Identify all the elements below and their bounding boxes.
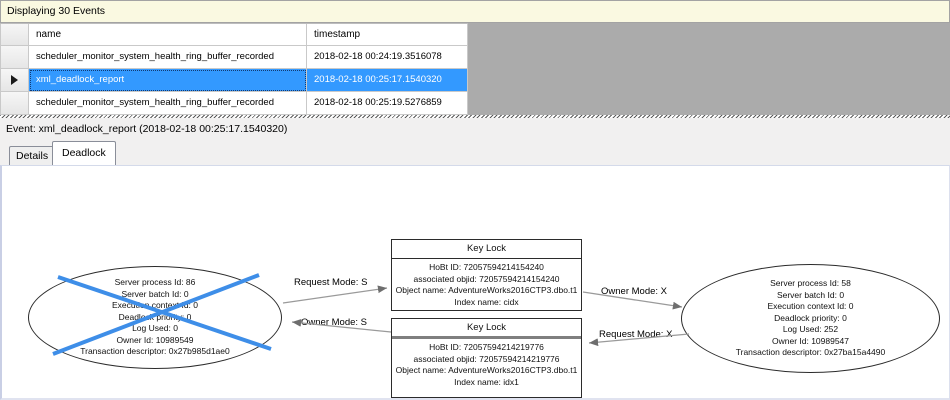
resource-detail-line: Index name: cidx <box>454 296 519 307</box>
process-detail-line: Server batch Id: 0 <box>121 288 189 299</box>
events-count-label: Displaying 30 Events <box>7 5 106 17</box>
resource-title: Key Lock <box>392 319 581 339</box>
edge-label-request-mode-x: Request Mode: X <box>599 329 673 340</box>
event-detail-tab-strip: Details Deadlock <box>0 140 950 165</box>
table-row[interactable]: scheduler_monitor_system_health_ring_buf… <box>0 92 468 115</box>
process-detail-line: Server batch Id: 0 <box>776 289 845 300</box>
events-grid: name timestamp scheduler_monitor_system_… <box>0 23 468 115</box>
resource-detail-line: Object name: AdventureWorks2016CTP3.dbo.… <box>395 285 578 295</box>
process-detail-line: Owner Id: 10989549 <box>116 334 194 345</box>
cell-timestamp[interactable]: 2018-02-18 00:25:17.1540320 <box>307 69 468 92</box>
grid-splitter[interactable] <box>0 115 950 118</box>
cell-timestamp[interactable]: 2018-02-18 00:24:19.3516078 <box>307 46 468 69</box>
events-count-bar: Displaying 30 Events <box>0 0 950 23</box>
table-row[interactable]: scheduler_monitor_system_health_ring_buf… <box>0 46 468 69</box>
row-selector-header-cell <box>0 24 29 46</box>
process-detail-line: Server process Id: 58 <box>770 278 851 289</box>
process-detail-line: Execution context Id: 0 <box>767 301 854 312</box>
cell-name[interactable]: xml_deadlock_report <box>29 69 307 92</box>
resource-detail-line: Index name: idx1 <box>454 376 519 387</box>
tab-details[interactable]: Details <box>9 146 56 165</box>
current-row-indicator-icon <box>11 75 18 85</box>
process-detail-line: Transaction descriptor: 0x27ba15a4490 <box>735 347 886 358</box>
resource-node-key-lock-bottom: Key Lock HoBt ID: 72057594214219776 asso… <box>391 318 582 398</box>
edge-label-request-mode-s: Request Mode: S <box>294 277 368 288</box>
process-detail-line: Owner Id: 10989547 <box>771 335 850 346</box>
process-detail-line: Deadlock priority: 0 <box>774 312 847 323</box>
process-detail-line: Server process Id: 86 <box>114 277 196 288</box>
column-header-timestamp[interactable]: timestamp <box>307 24 468 46</box>
events-grid-area: name timestamp scheduler_monitor_system_… <box>0 23 950 115</box>
edge-label-owner-mode-x: Owner Mode: X <box>601 286 667 297</box>
row-selector-cell[interactable] <box>0 46 29 69</box>
process-detail-line: Deadlock priority: 0 <box>118 311 192 322</box>
cell-timestamp[interactable]: 2018-02-18 00:25:19.5276859 <box>307 92 468 115</box>
process-detail-line: Log Used: 252 <box>782 324 839 335</box>
row-selector-cell[interactable] <box>0 69 29 92</box>
grid-header-row: name timestamp <box>0 24 468 46</box>
process-node-owner: Server process Id: 58 Server batch Id: 0… <box>681 264 940 373</box>
column-header-name[interactable]: name <box>29 24 307 46</box>
selected-event-bar: Event: xml_deadlock_report (2018-02-18 0… <box>0 118 950 140</box>
resource-detail-line: HoBt ID: 72057594214219776 <box>429 342 544 352</box>
edge-request-s-line <box>282 285 388 304</box>
resource-detail-line: associated objid: 72057594214219776 <box>413 353 560 364</box>
resource-detail-line: Object name: AdventureWorks2016CTP3.dbo.… <box>395 365 578 375</box>
edge-label-owner-mode-s: Owner Mode: S <box>301 317 367 328</box>
table-row-selected[interactable]: xml_deadlock_report 2018-02-18 00:25:17.… <box>0 69 468 92</box>
selected-event-label: Event: xml_deadlock_report (2018-02-18 0… <box>6 123 288 135</box>
deadlock-graph-pane: Server process Id: 86 Server batch Id: 0… <box>0 165 950 400</box>
tab-deadlock[interactable]: Deadlock <box>52 141 116 165</box>
cell-name[interactable]: scheduler_monitor_system_health_ring_buf… <box>29 46 307 69</box>
resource-title: Key Lock <box>392 240 581 259</box>
cell-name[interactable]: scheduler_monitor_system_health_ring_buf… <box>29 92 307 115</box>
resource-node-key-lock-top: Key Lock HoBt ID: 72057594214154240 asso… <box>391 239 582 311</box>
resource-body: HoBt ID: 72057594214219776 associated ob… <box>392 339 581 388</box>
row-selector-cell[interactable] <box>0 92 29 115</box>
process-detail-line: Execution context Id: 0 <box>112 300 198 311</box>
process-detail-line: Log Used: 0 <box>132 323 178 334</box>
process-node-victim: Server process Id: 86 Server batch Id: 0… <box>28 266 282 369</box>
resource-detail-line: HoBt ID: 72057594214154240 <box>429 262 544 272</box>
resource-body: HoBt ID: 72057594214154240 associated ob… <box>392 259 581 308</box>
resource-detail-line: associated objid: 72057594214154240 <box>413 273 560 284</box>
process-detail-line: Transaction descriptor: 0x27b985d1ae0 <box>80 346 230 357</box>
